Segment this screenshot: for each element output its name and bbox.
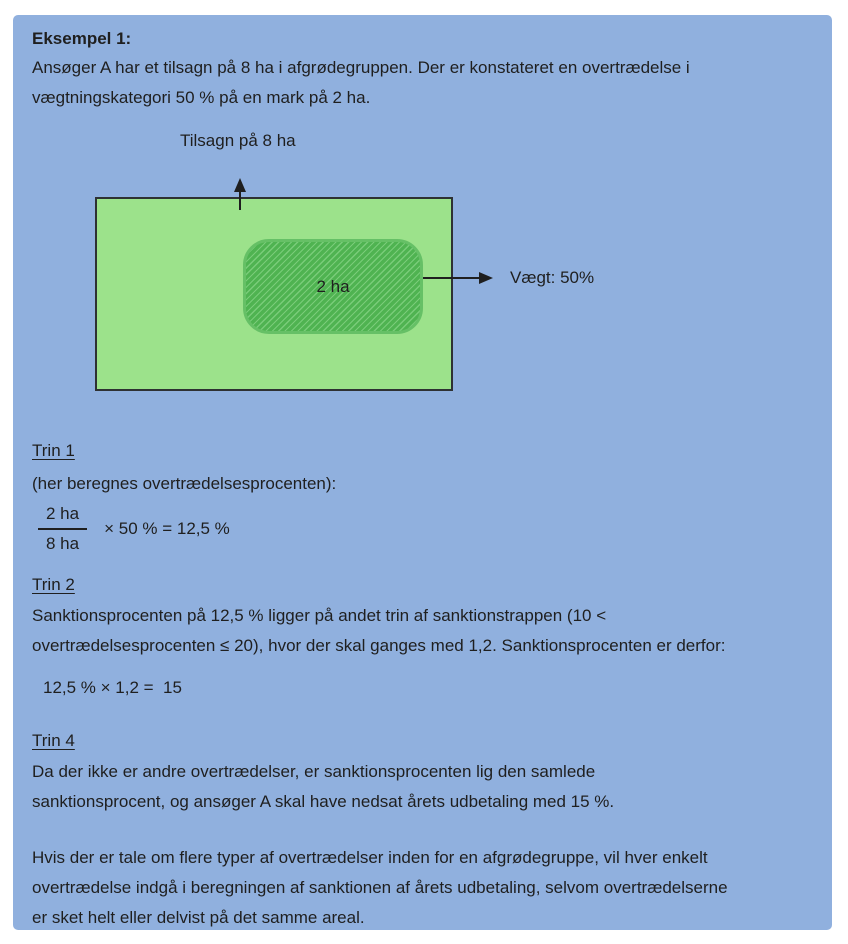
trin2-formula: 12,5 % × 1,2 = 15 (43, 678, 182, 697)
violation-rect: 2 ha (243, 239, 423, 334)
tilsagn-label: Tilsagn på 8 ha (180, 131, 296, 150)
formula-rest: × 50 % = 12,5 % (104, 519, 230, 538)
intro-paragraph: Ansøger A har et tilsagn på 8 ha i afgrø… (32, 58, 690, 107)
trin4-paragraph: Da der ikke er andre overtrædelser, er s… (32, 762, 615, 811)
trin2-heading: Trin 2 (32, 575, 75, 594)
arrow-up-icon (234, 178, 246, 192)
trin1-heading: Trin 1 (32, 441, 75, 460)
fraction-denominator: 8 ha (46, 534, 80, 553)
arrow-up-shaft (239, 191, 241, 210)
example-box: Eksempel 1: Ansøger A har et tilsagn på … (13, 15, 832, 930)
arrow-right-icon (479, 272, 493, 284)
closing-paragraph: Hvis der er tale om flere typer af overt… (32, 848, 728, 927)
violation-area-label: 2 ha (316, 276, 350, 296)
arrow-right-shaft (423, 277, 479, 279)
field-diagram: Tilsagn på 8 ha 2 ha Vægt: 50% (32, 113, 813, 439)
example-title: Eksempel 1: (32, 29, 132, 48)
weight-label: Vægt: 50% (510, 268, 595, 287)
trin4-heading: Trin 4 (32, 731, 75, 750)
fraction-numerator: 2 ha (38, 501, 88, 530)
fraction: 2 ha 8 ha (38, 501, 88, 557)
trin1-description: (her beregnes overtrædelsesprocenten): (32, 474, 337, 493)
trin1-formula: 2 ha 8 ha × 50 % = 12,5 % (38, 501, 813, 557)
trin2-paragraph: Sanktionsprocenten på 12,5 % ligger på a… (32, 606, 726, 655)
